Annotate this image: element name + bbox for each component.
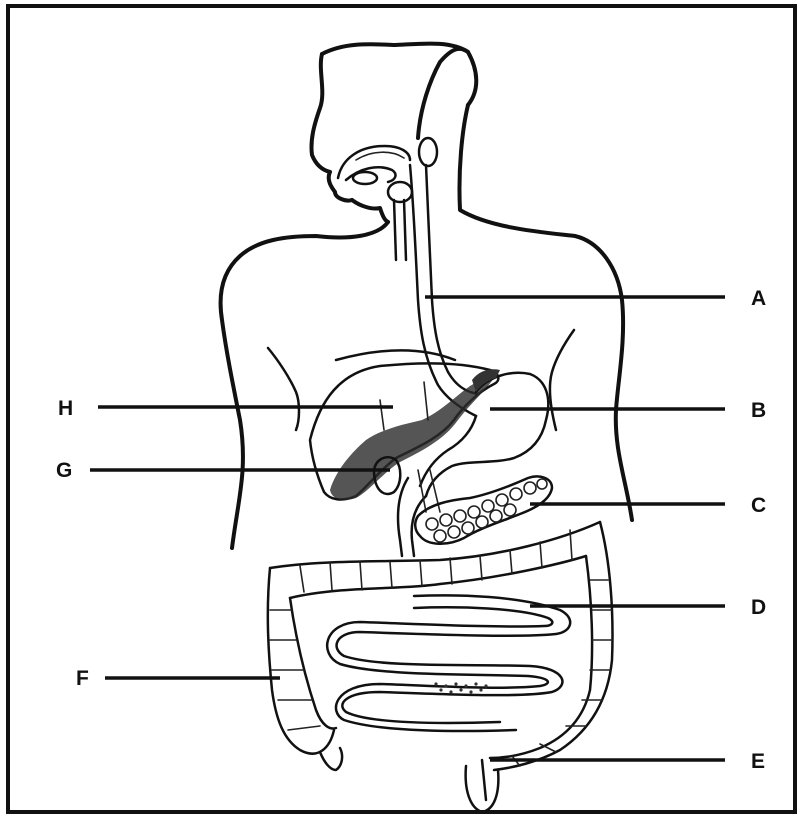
small-intestine: [327, 595, 570, 731]
label-c: C: [751, 495, 766, 516]
label-e: E: [751, 751, 765, 772]
label-a: A: [751, 288, 766, 309]
label-f: F: [76, 668, 89, 689]
pancreas: [415, 476, 552, 543]
leader-lines: [90, 297, 725, 760]
label-d: D: [751, 597, 766, 618]
mouth-cavity: [338, 146, 410, 184]
label-g: G: [56, 460, 72, 481]
large-intestine: [268, 522, 613, 812]
esophagus: [394, 165, 478, 416]
label-b: B: [751, 400, 766, 421]
label-h: H: [58, 398, 73, 419]
